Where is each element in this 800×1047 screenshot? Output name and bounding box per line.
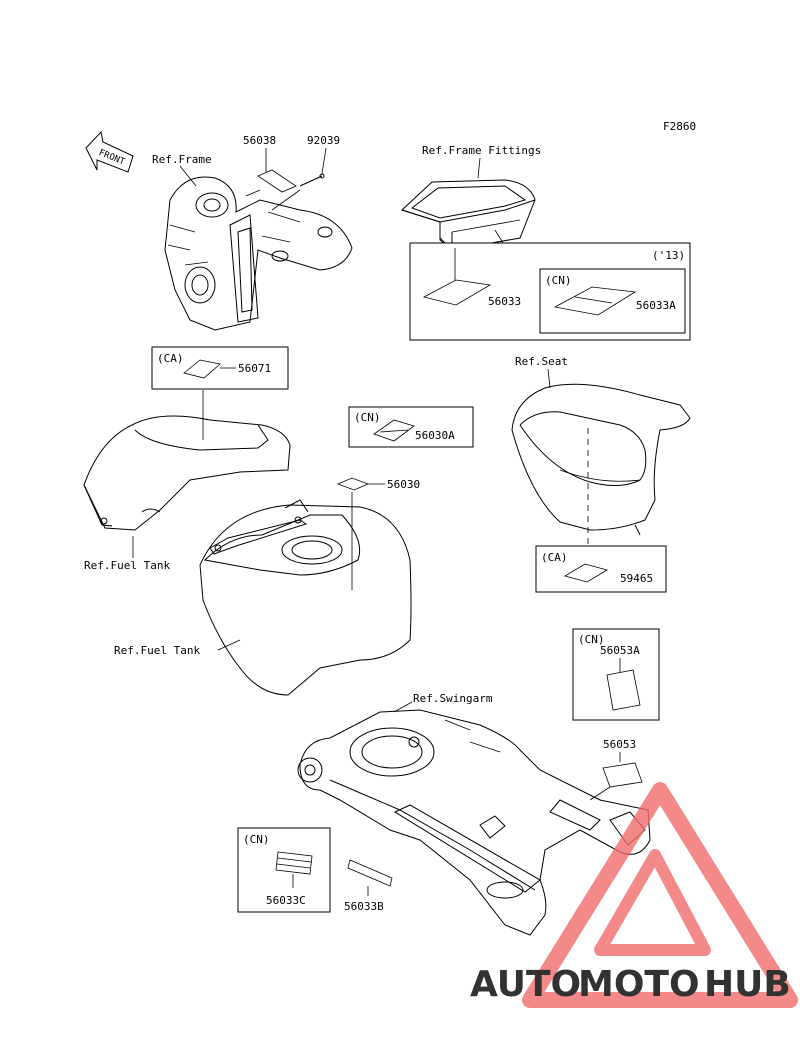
watermark-part2: MOTO (578, 964, 700, 1005)
market-ca-59465-label: (CA) (541, 551, 568, 564)
part-56033-label: 56033 (488, 295, 521, 308)
part-56030-label: 56030 (387, 478, 420, 491)
market-cn-56033c-label: (CN) (243, 833, 270, 846)
part-56053a-label: 56053A (600, 644, 640, 657)
watermark-part1: AUTO (470, 964, 581, 1005)
part-56033a-label: 56033A (636, 299, 676, 312)
part-56053-label: 56053 (603, 738, 636, 751)
part-92039-label: 92039 (307, 134, 340, 147)
label-56030-shape (336, 477, 370, 491)
label-56071-shape (183, 359, 221, 379)
ref-frame-label: Ref.Frame (152, 153, 212, 166)
ref-swingarm-label: Ref.Swingarm (413, 692, 493, 705)
label-56033-shape (422, 279, 492, 306)
market-ca-56071-label: (CA) (157, 352, 184, 365)
label-56053a-shape (606, 669, 641, 711)
watermark-part3: HUB (704, 964, 791, 1005)
label-56033a-shape (553, 286, 637, 316)
market-cn-56033a-label: (CN) (545, 274, 572, 287)
part-59465-label: 59465 (620, 572, 653, 585)
figure-code: F2860 (663, 120, 696, 133)
frame-fittings-drawing (401, 179, 536, 252)
market-cn-56030a-label: (CN) (354, 411, 381, 424)
market-cn-56053a-label: (CN) (578, 633, 605, 646)
ref-seat-label: Ref.Seat (515, 355, 568, 368)
ref-fuel-tank-label-1: Ref.Fuel Tank (84, 559, 170, 572)
label-59465-shape (563, 563, 609, 583)
automotohub-watermark-logo: AUTO MOTO HUB (470, 782, 798, 1008)
part-56030a-label: 56030A (415, 429, 455, 442)
ref-frame-fittings-label: Ref.Frame Fittings (422, 144, 541, 157)
frame-drawing (164, 176, 353, 331)
label-56053-shape (602, 762, 643, 788)
swingarm-drawing (297, 709, 651, 936)
fuel-tank-cover-drawing (83, 415, 291, 531)
part-56038-label: 56038 (243, 134, 276, 147)
part-56071-label: 56071 (238, 362, 271, 375)
seat-drawing (511, 383, 691, 536)
front-arrow-icon: FRONT (85, 130, 134, 173)
fuel-tank-drawing (199, 499, 412, 696)
label-56038-shape (257, 169, 297, 193)
label-56033c-shape (275, 851, 313, 875)
box-56030a-cn (348, 406, 474, 448)
ref-fuel-tank-label-2: Ref.Fuel Tank (114, 644, 200, 657)
label-56033b-shape (347, 859, 393, 887)
market-year-13-label: ('13) (652, 249, 685, 262)
label-56030a-shape (373, 419, 415, 442)
part-56033c-label: 56033C (266, 894, 306, 907)
part-56033b-label: 56033B (344, 900, 384, 913)
